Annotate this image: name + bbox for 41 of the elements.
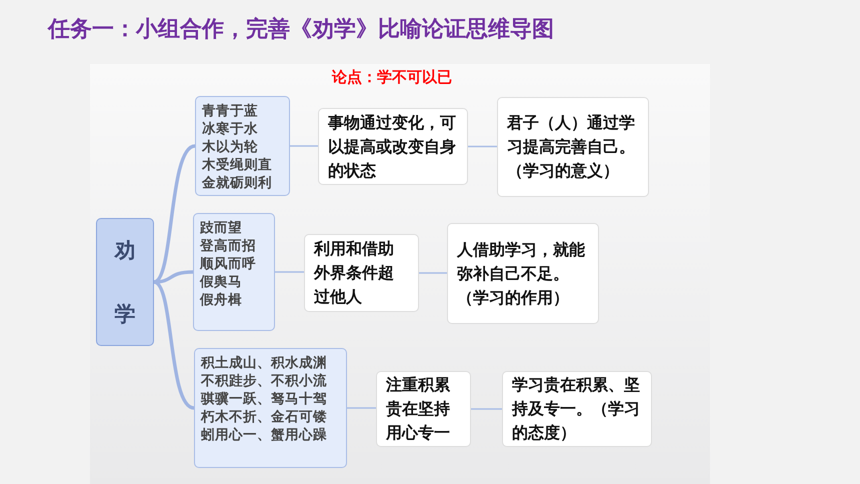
idea-text: 事物通过变化，可以提高或改变自身的状态 xyxy=(328,112,457,182)
quote-line: 青青于蓝 xyxy=(202,102,259,120)
connector-line xyxy=(275,271,304,273)
connector-line xyxy=(419,272,447,274)
idea-text: 学习贵在积累、坚持及专一。（学习的态度） xyxy=(512,374,641,444)
quote-line: 假舆马 xyxy=(200,273,243,291)
quote-line: 骐骥一跃、驽马十驾 xyxy=(201,390,328,408)
idea-text: 利用和借助外界条件超过他人 xyxy=(314,238,395,308)
quote-line: 不积跬步、不积小流 xyxy=(201,372,328,390)
title: 任务一：小组合作，完善《劝学》比喻论证思维导图 xyxy=(48,16,554,44)
idea-box xyxy=(497,97,649,197)
quote-box xyxy=(194,348,347,468)
idea-box xyxy=(318,108,468,185)
idea-text: 注重积累贵在坚持用心专一 xyxy=(386,374,451,444)
idea-box xyxy=(447,223,599,324)
quote-line: 金就砺则利 xyxy=(202,174,273,192)
quote-box xyxy=(193,213,275,331)
quote-box xyxy=(195,96,290,196)
quote-line: 冰寒于水 xyxy=(202,120,259,138)
topic-text: 劝学 xyxy=(113,237,136,328)
quote-line: 假舟楫 xyxy=(200,291,243,309)
quote-line: 木受绳则直 xyxy=(202,156,273,174)
quote-line: 跂而望 xyxy=(200,219,243,237)
idea-box xyxy=(502,371,652,447)
thesis-label: 论点：学不可以已 xyxy=(332,68,452,87)
idea-text: 君子（人）通过学习提高完善自己。（学习的意义） xyxy=(507,112,636,182)
quote-line: 登高而招 xyxy=(200,237,257,255)
quote-line: 顺风而呼 xyxy=(200,255,257,273)
connector-line xyxy=(290,145,318,147)
idea-box xyxy=(376,371,471,447)
connector-line xyxy=(347,407,376,409)
connector-line xyxy=(471,408,502,410)
quote-line: 积土成山、积水成渊 xyxy=(201,354,328,372)
quote-line: 木以为轮 xyxy=(202,138,259,156)
connector-line xyxy=(153,280,195,410)
quote-line: 蚓用心一、蟹用心躁 xyxy=(201,426,328,444)
idea-box xyxy=(304,234,419,312)
connector-line xyxy=(468,146,497,148)
quote-line: 朽木不折、金石可镂 xyxy=(201,408,328,426)
topic-box xyxy=(96,218,154,346)
idea-text: 人借助学习，就能弥补自己不足。（学习的作用） xyxy=(457,238,586,308)
